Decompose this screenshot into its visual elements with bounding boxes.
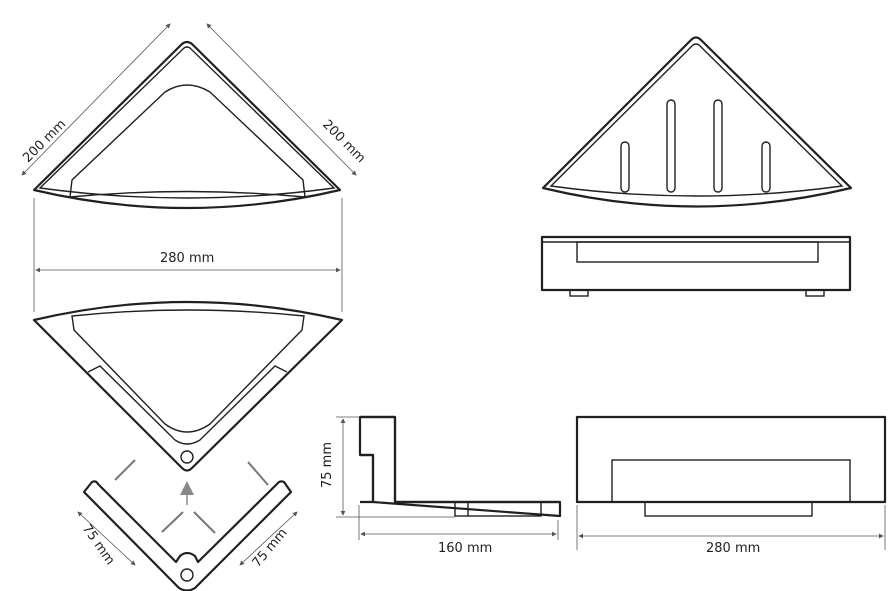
dimension-200mm-right: 200 mm [206, 23, 368, 176]
dim-label-200-left: 200 mm [20, 117, 69, 166]
dimension-280mm-top: 280 mm [33, 198, 343, 312]
dim-label-280-front: 280 mm [706, 541, 760, 556]
dimension-200mm-left: 200 mm [20, 23, 171, 176]
wall-bracket: 75 mm 75 mm [77, 459, 298, 591]
bottom-view-shelf [32, 300, 344, 472]
dim-label-75-right: 75 mm [250, 526, 291, 571]
arrow-up-icon [180, 481, 194, 495]
top-view-shelf [32, 40, 342, 210]
dim-label-75-left: 75 mm [79, 522, 118, 568]
front-elevation: 280 mm [575, 415, 887, 556]
dim-label-160: 160 mm [438, 541, 492, 556]
top-view-basket [541, 36, 853, 208]
dim-label-75-height: 75 mm [320, 442, 335, 488]
dim-label-200-right: 200 mm [319, 117, 368, 166]
dim-label-280-top: 280 mm [160, 251, 214, 266]
front-view-basket [540, 235, 852, 297]
screw-icons [114, 459, 269, 534]
side-view: 75 mm 160 mm [320, 415, 562, 556]
